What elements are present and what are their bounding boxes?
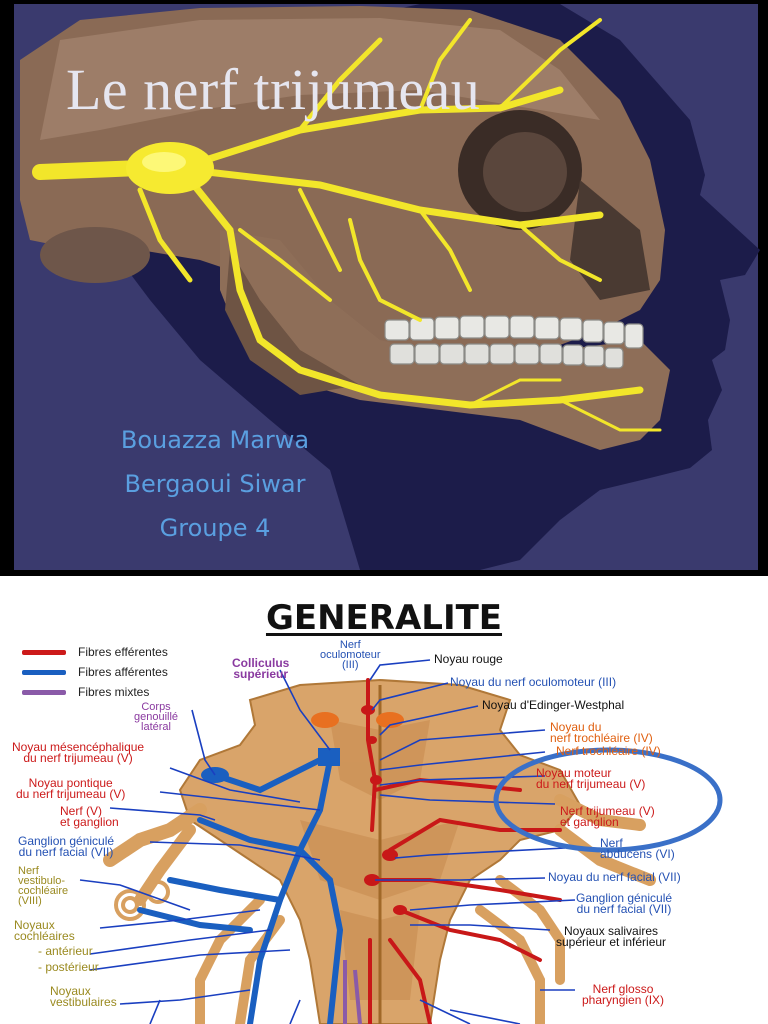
label-ganglion-genicule-right: Ganglion géniculé du nerf facial (VII) — [576, 891, 673, 916]
legend-swatch — [22, 649, 66, 655]
label-noyau-mesencephalique: Noyau mésencéphalique du nerf trijumeau … — [12, 740, 145, 765]
cochlea — [114, 880, 170, 921]
upper-teeth — [384, 315, 644, 349]
label-ganglion-genicule-left: Ganglion géniculé du nerf facial (VII) — [18, 834, 115, 859]
legend-item: Fibres mixtes — [22, 682, 168, 702]
legend-swatch — [22, 669, 66, 675]
generalite-slide: GENERALITE Fibres efférentes Fibres affé… — [0, 580, 768, 1024]
legend-item: Fibres afférentes — [22, 662, 168, 682]
label-noyaux-cochleaires: Noyaux cochléaires — [14, 918, 75, 943]
slide-divider — [0, 576, 768, 580]
label-nerf-trijumeau: Nerf trijumeau (V) et ganglion — [560, 804, 655, 829]
label-noyau-moteur: Noyau moteur du nerf trijumeau (V) — [536, 766, 646, 791]
nasal-cavity — [570, 180, 650, 300]
label-nerf-ganglion: Nerf (V) et ganglion — [60, 804, 119, 829]
ear-region — [40, 227, 150, 283]
label-corps-genouille: Corps genouillé latéral — [134, 701, 179, 733]
skull-nerve-illustration — [20, 4, 760, 570]
slide-title: Le nerf trijumeau — [66, 57, 481, 122]
label-nerf-oculomoteur: Nerf oculomoteur (III) — [320, 639, 381, 671]
legend-label: Fibres mixtes — [78, 685, 150, 699]
lower-teeth — [389, 343, 624, 369]
leader-lines — [79, 659, 576, 1024]
brainstem-diagram — [79, 659, 723, 1024]
mandible — [220, 230, 670, 450]
skull-shading — [40, 18, 600, 140]
author-name: Bouazza Marwa — [120, 426, 310, 454]
label-noyau-trochleaire: Noyau du nerf trochléaire (IV) — [550, 720, 653, 745]
author-name: Bergaoui Siwar — [124, 470, 306, 498]
legend-label: Fibres afférentes — [78, 665, 168, 679]
red-nucleus — [361, 705, 375, 715]
title-slide: Le nerf trijumeau Bouazza Marwa Bergaoui… — [0, 0, 768, 576]
legend-label: Fibres efférentes — [78, 645, 168, 659]
label-nerf-abducens: Nerf abducens (VI) — [600, 836, 675, 861]
label-noyau-oculomoteur: Noyau du nerf oculomoteur (III) — [450, 675, 617, 689]
highlight-ellipse — [493, 747, 723, 853]
label-edinger: Noyau d'Edinger-Westphal — [482, 698, 625, 712]
label-noyau-pontique: Noyau pontique du nerf trijumeau (V) — [16, 776, 126, 801]
group-label: Groupe 4 — [159, 514, 271, 542]
label-noyaux-vestibulaires: Noyaux vestibulaires — [50, 984, 117, 1009]
mixed-fibers — [343, 960, 362, 1024]
label-posterieur: - postérieur — [38, 960, 99, 974]
trigeminal-nerve-branches — [32, 18, 662, 432]
author-list: Bouazza Marwa Bergaoui Siwar Groupe 4 — [90, 418, 340, 550]
label-noyau-rouge: Noyau rouge — [434, 652, 503, 666]
label-noyau-facial: Noyau du nerf facial (VII) — [548, 870, 681, 884]
afferent-fibers — [137, 757, 344, 1024]
label-noyaux-salivaires: Noyaux salivaires supérieur et inférieur — [556, 924, 667, 949]
slide-heading: GENERALITE — [265, 598, 503, 638]
label-anterieur: - antérieur — [38, 944, 93, 958]
legend-swatch — [22, 689, 66, 695]
label-nerf-trochleaire: Nerf trochléaire (IV) — [556, 744, 661, 758]
legend-item: Fibres efférentes — [22, 642, 168, 662]
label-nerf-vestibulo: Nerf vestibulo- cochléaire (VIII) — [18, 865, 69, 907]
label-nerf-glosso: Nerf glosso pharyngien (IX) — [582, 982, 665, 1007]
nucleus — [311, 712, 339, 728]
label-colliculus: Colliculus supérieur — [232, 656, 290, 681]
fiber-legend: Fibres efférentes Fibres afférentes Fibr… — [22, 642, 168, 702]
